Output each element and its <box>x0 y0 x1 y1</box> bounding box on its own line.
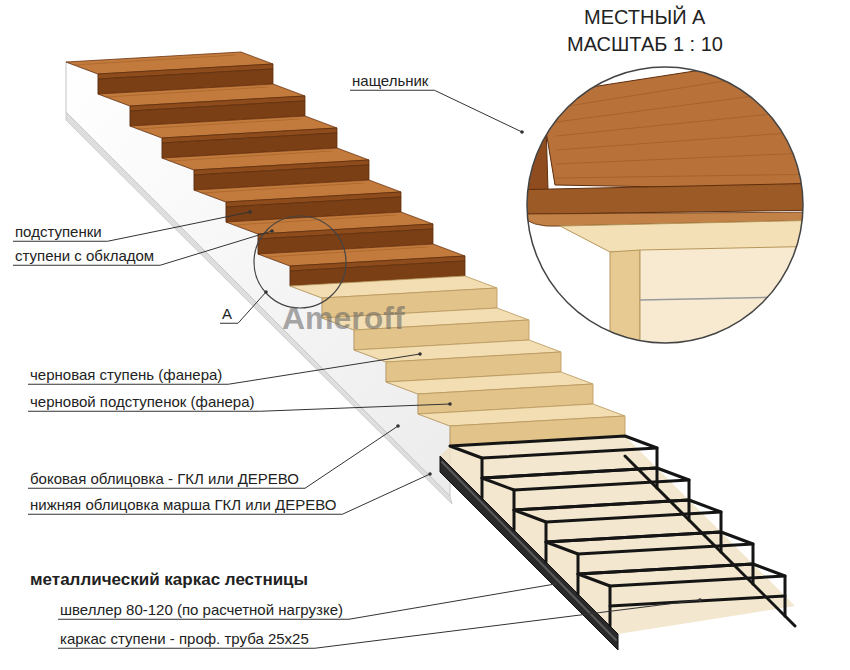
part-label: черновая ступень (фанера) <box>30 366 222 383</box>
wood-grain <box>138 119 299 129</box>
wood-grain <box>266 247 427 257</box>
part-label: каркас ступени - проф. труба 25x25 <box>60 630 309 647</box>
detail-grain <box>556 152 830 164</box>
leader-line <box>220 292 266 323</box>
leader-dot <box>264 290 268 294</box>
leader-dot <box>428 472 432 476</box>
detail-strip <box>515 92 548 196</box>
detail-grain <box>556 108 830 136</box>
leader-dot <box>396 424 400 428</box>
leader-line <box>28 426 398 488</box>
detail-tread <box>540 50 830 190</box>
wood-grain <box>170 151 331 161</box>
wood-grain <box>106 87 267 97</box>
underside-cladding <box>66 112 452 504</box>
leader-line <box>13 212 250 241</box>
leader-dot <box>520 130 524 134</box>
section-title: металлический каркас лестницы <box>30 570 308 590</box>
detail-outline <box>527 67 803 343</box>
detail-nosing <box>505 183 830 214</box>
step-frame <box>514 500 721 522</box>
leader-dot <box>270 229 274 233</box>
detail-group <box>505 50 830 360</box>
part-label: черновой подступенок (фанера) <box>30 393 255 410</box>
frame-post <box>784 576 787 616</box>
leader-line <box>58 584 555 619</box>
leader-dot <box>448 402 452 406</box>
detail-grain <box>556 174 830 178</box>
watermark: Ameroff <box>282 300 405 337</box>
detail-title: МЕСТНЫЙ А <box>584 6 705 29</box>
step-frame <box>482 468 689 490</box>
part-label: швеллер 80-120 (по расчетной нагрузке) <box>60 601 343 618</box>
detail-plywood-riser <box>610 250 640 360</box>
detail-content <box>505 50 830 360</box>
leader-line <box>58 600 700 648</box>
step-frame <box>578 564 785 586</box>
leader-dot <box>248 210 252 214</box>
step-frame <box>450 436 657 458</box>
callout-letter: А <box>222 305 232 322</box>
detail-grain <box>556 86 830 122</box>
detail-marker <box>254 216 346 308</box>
detail-grain <box>556 130 830 150</box>
step-frame <box>546 532 753 554</box>
scale-label: МАСШТАБ 1 : 10 <box>567 33 723 56</box>
part-label: подступенки <box>15 223 102 240</box>
leader-line <box>28 354 420 384</box>
detail-frame-edge <box>640 296 830 300</box>
wood-grain <box>202 183 363 193</box>
frame-post <box>609 586 612 626</box>
wood-grain <box>234 215 395 225</box>
part-label: нижняя облицовка марша ГКЛ или ДЕРЕВО <box>30 496 336 513</box>
plywood-base <box>440 436 795 634</box>
leader-line <box>350 90 522 132</box>
part-label: ступени с обкладом <box>15 247 154 264</box>
leader-dot <box>553 582 557 586</box>
part-label: нащельник <box>352 72 428 89</box>
part-label: боковая облицовка - ГКЛ или ДЕРЕВО <box>30 470 299 487</box>
leader-dot <box>698 598 702 602</box>
leader-dot <box>418 352 422 356</box>
frame-bar <box>610 596 785 606</box>
detail-strip-cap <box>510 86 550 104</box>
wood-grain <box>74 55 235 65</box>
